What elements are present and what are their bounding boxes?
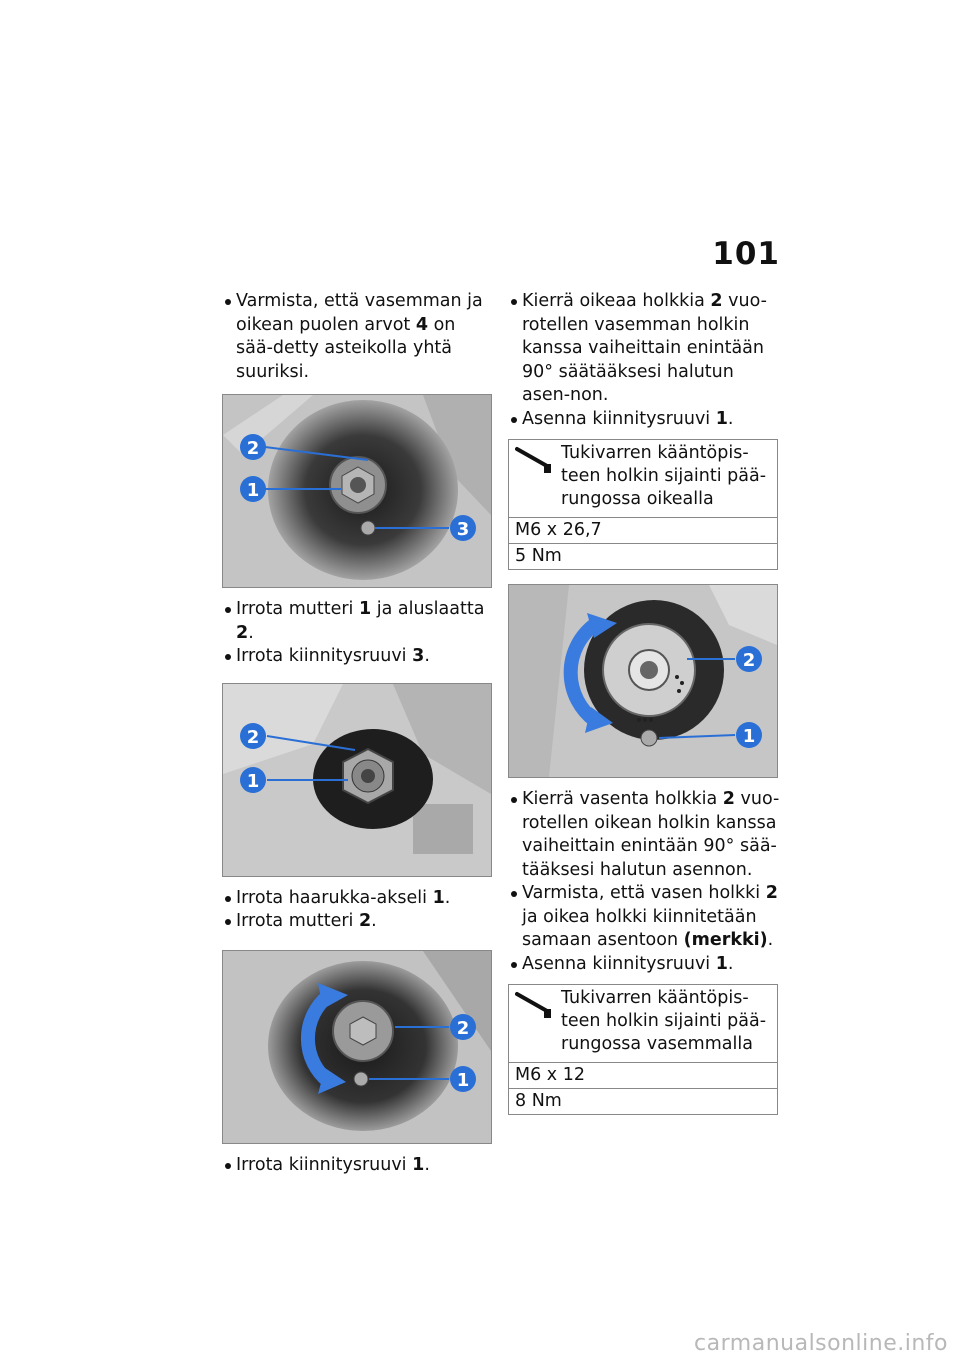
right-column: Kierrä oikeaa holkkia 2 vuo-rotellen vas… xyxy=(508,290,780,1127)
instruction-item: Varmista, että vasen holkki 2 ja oikea h… xyxy=(508,882,780,953)
bullet-icon xyxy=(225,299,231,305)
bullet-icon xyxy=(225,1162,231,1169)
spec-size: M6 x 26,7 xyxy=(509,518,777,544)
instruction-item: Varmista, että vasemman ja oikean puolen… xyxy=(222,290,494,384)
bullet-icon xyxy=(225,895,231,902)
figure-fork-axle: 2 1 xyxy=(222,682,492,877)
instruction-item: Irrota mutteri 2. xyxy=(222,910,494,934)
spec-torque: 8 Nm xyxy=(515,1091,562,1111)
figure-left-bushing: 2 1 xyxy=(222,949,492,1144)
bullet-icon xyxy=(511,961,517,968)
callout-label: 3 xyxy=(457,519,470,540)
watermark: carmanualsonline.info xyxy=(694,1331,948,1356)
instruction-item: Irrota haarukka-akseli 1. xyxy=(222,887,494,911)
spec-torque: 5 Nm xyxy=(515,546,562,566)
left-column: Varmista, että vasemman ja oikean puolen… xyxy=(222,290,494,1177)
spec-header: Tukivarren kääntöpis-teen holkin sijaint… xyxy=(509,985,777,1063)
callout-label: 2 xyxy=(247,438,260,459)
figure-nut-and-washer: 2 1 3 xyxy=(222,394,492,588)
callout-label: 2 xyxy=(457,1018,470,1039)
bullet-icon xyxy=(225,919,231,925)
callout-label: 2 xyxy=(247,727,260,748)
callout-label: 1 xyxy=(247,480,260,501)
spec-size: M6 x 12 xyxy=(509,1063,777,1089)
bullet-icon xyxy=(511,299,517,305)
torque-spec-table: Tukivarren kääntöpis-teen holkin sijaint… xyxy=(508,439,778,570)
spec-header: Tukivarren kääntöpis-teen holkin sijaint… xyxy=(509,440,777,518)
instruction-item: Irrota kiinnitysruuvi 1. xyxy=(222,1154,494,1178)
instruction-item: Kierrä vasenta holkkia 2 vuo-rotellen oi… xyxy=(508,788,780,882)
instruction-item: Irrota mutteri 1 ja aluslaatta 2. xyxy=(222,598,494,645)
wrench-icon xyxy=(515,447,551,473)
callout-label: 2 xyxy=(743,650,756,671)
bullet-icon xyxy=(225,607,231,613)
wrench-icon xyxy=(515,992,551,1018)
instruction-item: Asenna kiinnitysruuvi 1. xyxy=(508,408,780,432)
instruction-item: Asenna kiinnitysruuvi 1. xyxy=(508,953,780,977)
instruction-item: Irrota kiinnitysruuvi 3. xyxy=(222,645,494,669)
figure-right-bushing: 2 1 xyxy=(508,584,778,778)
page-number: 101 xyxy=(712,236,780,272)
bullet-icon xyxy=(511,797,517,803)
callout-label: 1 xyxy=(457,1070,470,1091)
torque-spec-table: Tukivarren kääntöpis-teen holkin sijaint… xyxy=(508,984,778,1115)
callout-label: 1 xyxy=(743,726,756,747)
bullet-icon xyxy=(511,891,517,897)
instruction-item: Kierrä oikeaa holkkia 2 vuo-rotellen vas… xyxy=(508,290,780,408)
callout-label: 1 xyxy=(247,771,260,792)
bullet-icon xyxy=(511,416,517,423)
bullet-icon xyxy=(225,654,231,660)
